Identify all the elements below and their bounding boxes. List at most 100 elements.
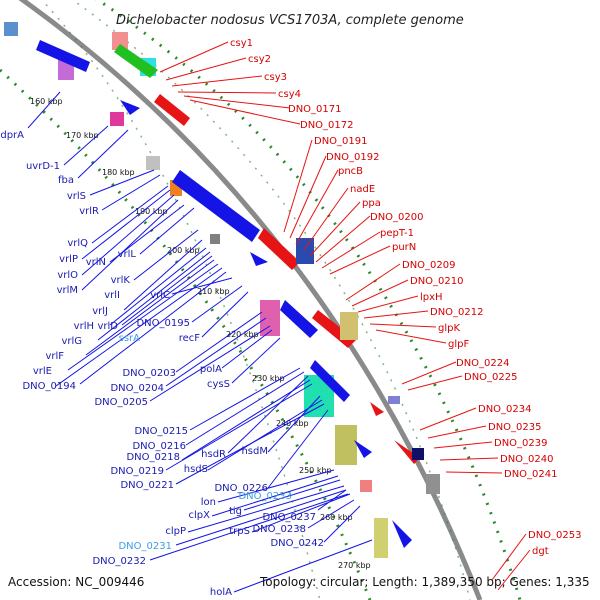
leader-line (243, 479, 341, 511)
leader-line (207, 399, 323, 471)
gene-label: DNO_0237 (262, 512, 316, 523)
feature-block (360, 480, 372, 492)
leader-line (177, 91, 277, 94)
gene-label: dprA (0, 130, 24, 141)
leader-line (175, 311, 263, 373)
feature-block (110, 112, 124, 126)
feature-arrow (370, 402, 384, 416)
leader-line (133, 229, 199, 281)
gene-label: cysS (207, 379, 230, 390)
gene-label: purN (392, 242, 416, 253)
feature-arrow (36, 40, 90, 72)
gc-track-inner (0, 68, 372, 600)
gene-label: DNO_0216 (132, 441, 186, 452)
leader-line (211, 475, 339, 517)
leader-line (401, 361, 457, 385)
gene-label: hsdS (184, 464, 208, 475)
gene-label: vrlF (45, 351, 64, 362)
gc-track-minus-outer (40, 0, 321, 600)
feature-block (146, 156, 160, 170)
leader-line (175, 489, 347, 546)
leader-line (267, 409, 329, 489)
gene-label: vrlO (57, 270, 78, 281)
leader-line (189, 367, 301, 431)
leader-line (109, 204, 185, 263)
feature-arrow (154, 94, 190, 126)
leader-line (419, 407, 477, 431)
gene-label: glpK (438, 323, 460, 334)
gene-label: vrlR (79, 206, 99, 217)
leader-line (217, 469, 335, 503)
leader-line (63, 125, 109, 166)
leader-line (139, 207, 195, 255)
feature-block (296, 238, 314, 264)
gene-label: DNO_0234 (478, 404, 532, 415)
leader-line (185, 371, 305, 446)
gene-label: dgt (532, 546, 549, 557)
leader-line (165, 383, 313, 471)
feature-arrow (310, 360, 350, 402)
leader-line (159, 41, 229, 73)
gene-label: DNO_0253 (528, 530, 582, 541)
leader-line (351, 279, 409, 307)
leader-line (233, 539, 373, 593)
leader-line (121, 255, 213, 326)
gene-label: recF (179, 333, 201, 344)
gene-label: DNO_0195 (136, 318, 190, 329)
leader-line (189, 99, 301, 125)
leader-line (165, 57, 247, 81)
feature-arrow (114, 44, 158, 78)
gene-label: tig (229, 506, 242, 517)
leader-line (321, 231, 381, 269)
minus-strand-features (4, 22, 412, 558)
gene-label: DNO_0238 (252, 524, 306, 535)
feature-block (4, 22, 18, 36)
leader-line (363, 310, 429, 319)
feature-arrow (120, 100, 140, 115)
gene-label: vrlP (59, 254, 78, 265)
leader-line (315, 215, 371, 263)
scale-tick-label: 250 kbp (299, 466, 332, 475)
gene-label: pncB (338, 166, 363, 177)
leader-line (439, 457, 499, 461)
gene-label: clpX (189, 510, 211, 521)
feature-block (388, 396, 400, 404)
gene-label: DNO_0242 (270, 538, 324, 549)
gene-label: DNO_0239 (494, 438, 548, 449)
gene-label: csy4 (278, 89, 301, 100)
gc-track-plus-outer (71, 0, 471, 600)
feature-block (335, 425, 357, 465)
gene-label: DNO_0194 (22, 381, 76, 392)
genome-summary: Topology: circular; Length: 1,389,350 bp… (259, 575, 590, 589)
leader-line (85, 259, 215, 356)
leader-line (89, 169, 155, 196)
gene-label: DNO_0240 (500, 454, 554, 465)
gene-label: DNO_0200 (370, 212, 424, 223)
leader-line (27, 91, 61, 129)
leader-line (295, 169, 339, 245)
gene-label: hsdR (201, 449, 226, 460)
leader-line (123, 239, 203, 311)
gene-label: vrlI (104, 290, 120, 301)
leader-line (251, 493, 351, 533)
map-title: Dichelobacter nodosus VCS1703A, complete… (116, 13, 464, 28)
gene-label: DNO_0210 (410, 276, 464, 287)
leader-line (407, 375, 463, 391)
scale-tick-label: 230 kbp (252, 374, 285, 383)
leader-line (283, 139, 313, 233)
leader-line (329, 245, 391, 275)
gene-label: lpxH (420, 292, 443, 303)
gene-label: DNO_0221 (120, 480, 174, 491)
gene-label: DNO_0172 (300, 120, 354, 131)
leader-line (309, 201, 361, 257)
feature-block (260, 300, 280, 336)
leader-line (267, 395, 321, 453)
gene-label: vrlD (97, 321, 118, 332)
gene-label: DNO_0212 (430, 307, 484, 318)
leader-line (81, 199, 179, 291)
gene-label: vrlQ (67, 238, 88, 249)
leader-line (323, 505, 361, 543)
genome-backbone (18, 0, 483, 600)
leader-line (307, 499, 355, 529)
leader-line (303, 187, 349, 251)
